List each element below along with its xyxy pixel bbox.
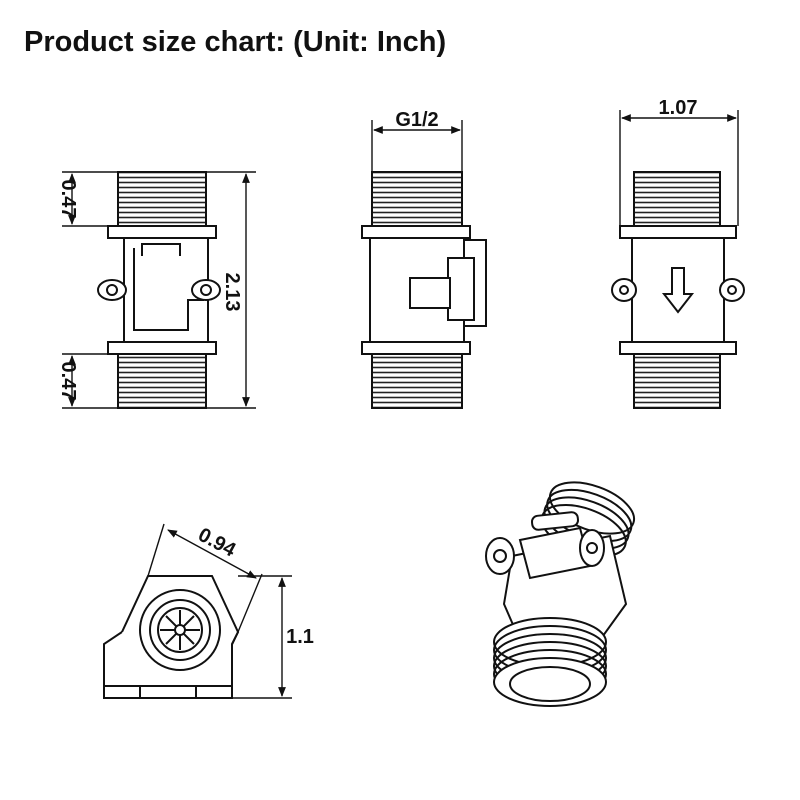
end-height-label: 1.1 xyxy=(286,626,314,648)
flow-arrow-icon xyxy=(661,267,695,314)
front-thread-bottom-label: 0.47 xyxy=(57,362,79,401)
side-dimension-lines xyxy=(371,120,463,172)
turbine-icon xyxy=(160,610,200,650)
back-dimension-lines xyxy=(619,110,739,226)
front-total-height-label: 2.13 xyxy=(221,273,243,312)
end-dimension-lines xyxy=(147,523,292,699)
front-dimension-lines xyxy=(62,171,256,409)
back-width-label: 1.07 xyxy=(659,97,698,119)
side-thread-label: G1/2 xyxy=(395,109,438,131)
isometric-view xyxy=(485,481,636,707)
side-view xyxy=(361,171,487,409)
chart-title: Product size chart: (Unit: Inch) xyxy=(24,26,447,58)
front-view xyxy=(97,171,221,409)
back-view xyxy=(611,171,745,409)
front-thread-top-label: 0.47 xyxy=(57,180,79,219)
end-view xyxy=(103,575,240,699)
